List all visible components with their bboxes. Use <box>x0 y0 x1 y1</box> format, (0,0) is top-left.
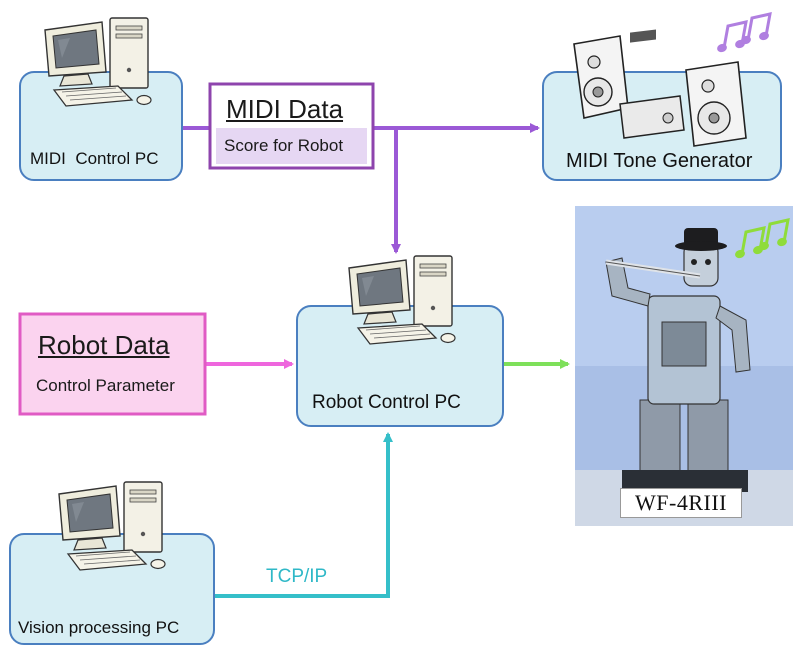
midi-data-subtitle: Score for Robot <box>224 136 344 155</box>
vision-processing-pc-node <box>9 481 215 645</box>
amplifier-icon <box>619 29 685 139</box>
robot-data-subtitle: Control Parameter <box>36 376 175 395</box>
vision-processing-pc-label: Vision processing PC <box>18 618 180 637</box>
robot-data-title: Robot Data <box>38 330 170 360</box>
tcp-ip-label: TCP/IP <box>266 566 328 587</box>
music-notes-icon <box>714 20 748 55</box>
tcp-ip-arrow <box>214 432 393 598</box>
robot-photo <box>575 206 793 526</box>
midi-tone-generator-label: MIDI Tone Generator <box>566 150 753 172</box>
midi-control-pc-node <box>19 17 183 181</box>
robot-control-pc-label: Robot Control PC <box>312 392 461 413</box>
speaker-icon <box>685 61 747 147</box>
midi-control-pc-label: MIDI Control PC <box>30 149 159 168</box>
robot-control-pc-node <box>296 255 504 427</box>
speaker-icon <box>573 35 629 119</box>
midi-data-inner <box>216 128 367 164</box>
midi-tone-generator-node <box>542 29 782 181</box>
robot-data-box <box>18 312 207 416</box>
midi-data-title: MIDI Data <box>226 94 344 124</box>
robot-caption: WF-4RIII <box>620 488 742 518</box>
